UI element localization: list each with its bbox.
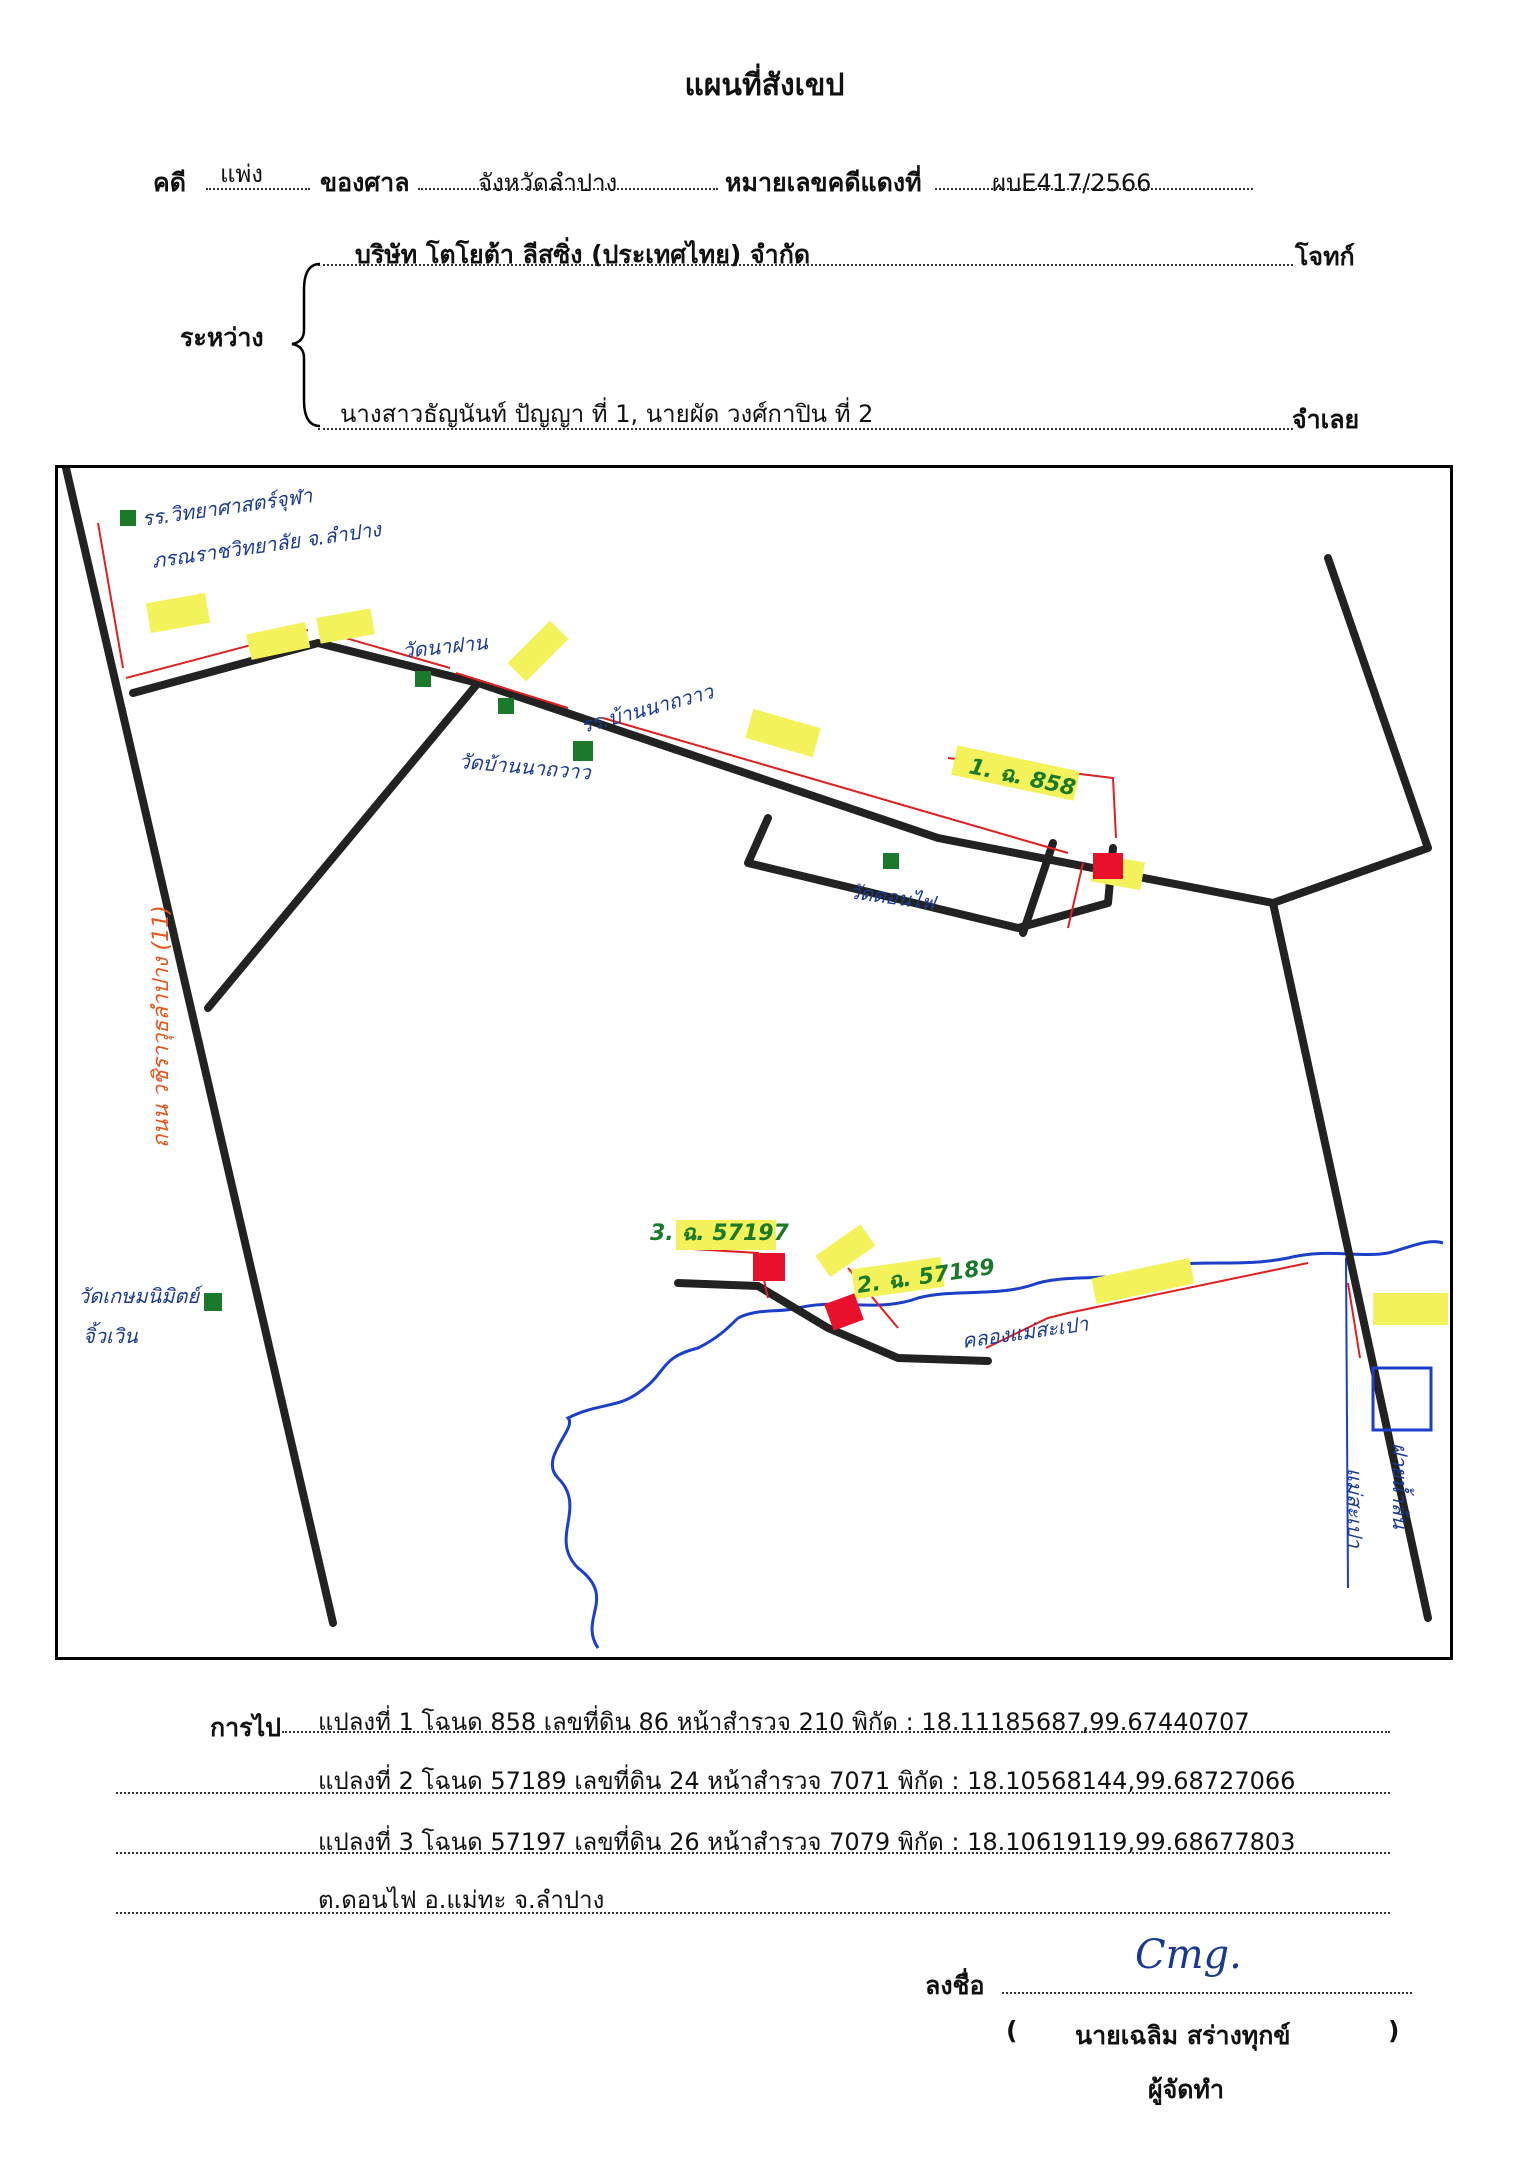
- directions-label: การไป: [210, 1713, 282, 1742]
- road-network: [62, 464, 1432, 1627]
- court-label: ของศาล: [320, 168, 410, 197]
- landmark-markers: [120, 510, 899, 1311]
- defendant-label: จำเลย: [1292, 405, 1360, 434]
- canal-upper: [550, 1316, 740, 1649]
- landmark-label: ภรณราชวิทยาลัย จ.ลำปาง: [150, 517, 383, 573]
- court-value: จังหวัดลำปาง: [478, 169, 618, 197]
- landmark-icon: [883, 853, 899, 869]
- between-label: ระหว่าง: [180, 323, 264, 352]
- weir-label: ฝายน้ำล้น: [1388, 1443, 1415, 1530]
- parcel-2-marker: [824, 1293, 864, 1331]
- landmark-label: วัดนาฝาน: [401, 630, 490, 663]
- landmark-icon: [120, 510, 136, 526]
- sketch-map: รร.วิทยาศาสตร์จุฬา ภรณราชวิทยาลัย จ.ลำปา…: [55, 464, 1453, 1660]
- case-number-value: ผบE417/2566: [992, 169, 1152, 197]
- landmark-label: วัดดอนไฟ: [847, 879, 939, 915]
- signature-label: ลงชื่อ: [925, 1971, 985, 2000]
- landmark-label: รร.วิทยาศาสตร์จุฬา: [140, 483, 314, 532]
- directions-line-2: แปลงที่ 2 โฉนด 57189 เลขที่ดิน 24 หน้าสำ…: [318, 1767, 1296, 1795]
- case-kind-value: แพ่ง: [220, 160, 264, 188]
- plaintiff-label: โจทก์: [1295, 242, 1355, 271]
- page-title: แผนที่สังเขป: [684, 68, 845, 103]
- river-label: แม่สะเปา: [1343, 1468, 1367, 1549]
- highway-11: [62, 464, 337, 1627]
- landmark-icon: [498, 698, 514, 714]
- measurements: [97, 522, 1361, 1359]
- directions-line-3: แปลงที่ 3 โฉนด 57197 เลขที่ดิน 26 หน้าสำ…: [318, 1828, 1296, 1856]
- diag-road: [204, 679, 482, 1012]
- directions-line-1: แปลงที่ 1 โฉนด 858 เลขที่ดิน 86 หน้าสำรว…: [318, 1708, 1250, 1736]
- canal-label: คลองแม่สะเปา: [960, 1311, 1090, 1353]
- signatory-name: นายเฉลิม สร่างทุกข์: [1075, 2021, 1291, 2050]
- parcel-3-marker: [753, 1253, 785, 1281]
- landmark-label: จิ้วเวิน: [83, 1321, 139, 1348]
- weir-box: [1371, 1366, 1433, 1432]
- case-kind-label: คดี: [153, 168, 186, 197]
- highway-label: ถนน วชิราวุธลำปาง (11): [149, 905, 174, 1148]
- east-road: [1269, 899, 1432, 1622]
- landmark-label: วัดเกษมนิมิตย์: [78, 1284, 203, 1308]
- stream-line: [1345, 1257, 1349, 1589]
- landmark-icon: [204, 1293, 222, 1311]
- north-road: [1269, 554, 1432, 907]
- map-canvas: รร.วิทยาศาสตร์จุฬา ภรณราชวิทยาลัย จ.ลำปา…: [62, 464, 1448, 1649]
- parcel-access: [674, 1279, 992, 1365]
- plaintiff-name: บริษัท โตโยต้า ลีสซิ่ง (ประเทศไทย) จำกัด: [355, 240, 811, 269]
- distance-tags: [145, 593, 1448, 1325]
- parcel-1-marker: [1093, 853, 1123, 879]
- signatory-open-paren: (: [1006, 2016, 1018, 2045]
- directions-line-4: ต.ดอนไฟ อ.แม่ทะ จ.ลำปาง: [318, 1886, 605, 1914]
- loop-link: [1019, 839, 1057, 937]
- signature-image: Cmg.: [1135, 1932, 1242, 1978]
- defendant-name: นางสาวธัญนันท์ ปัญญา ที่ 1, นายผัด วงศ์ก…: [340, 400, 874, 428]
- parcel-label: 3. ฉ. 57197: [650, 1221, 790, 1246]
- landmark-icon: [573, 741, 593, 761]
- between-brace: [291, 262, 321, 428]
- signatory-role: ผู้จัดทำ: [1148, 2075, 1225, 2104]
- signatory-close-paren: ): [1388, 2016, 1400, 2045]
- case-number-label: หมายเลขคดีแดงที่: [725, 168, 922, 197]
- landmark-icon: [415, 671, 431, 687]
- landmark-label: รร.บ้านนาถวาว: [578, 679, 717, 738]
